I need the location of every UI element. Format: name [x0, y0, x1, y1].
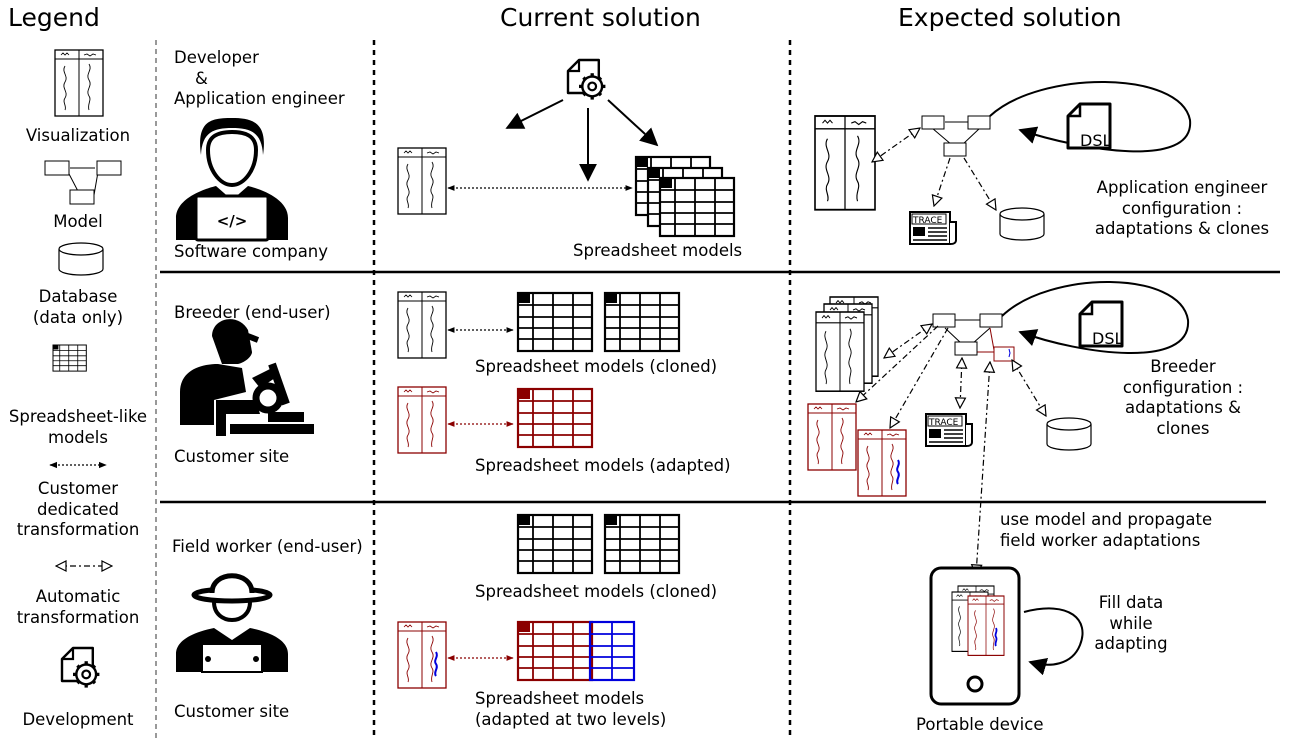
legend-spreadsheet-label: Spreadsheet-like models — [8, 407, 148, 447]
legend-automatic-transformation-label: Automatic transformation — [16, 587, 140, 627]
row2-dsl-icon: DSL — [1078, 300, 1124, 348]
row2-actor-label: Breeder (end-user) — [174, 303, 331, 322]
breeder-icon — [180, 319, 314, 436]
row1-spreadsheet-stack — [634, 155, 736, 238]
dev-arrow-left — [505, 99, 564, 129]
row2-dsl-loop-arrow — [1001, 281, 1190, 354]
row3-expected-note: use model and propagate field worker ada… — [1000, 510, 1213, 550]
legend-visualization-label: Visualization — [25, 126, 131, 145]
legend-database-label: Database (data only) — [32, 287, 124, 327]
legend-database-icon — [58, 242, 104, 276]
row2-auto-transform-trace — [960, 358, 962, 408]
row1-site-label: Software company — [174, 242, 329, 261]
row3-propagate-transformation — [976, 362, 990, 575]
row2-cloned-sheet-1 — [516, 291, 594, 353]
row1-spreadsheet-label: Spreadsheet models — [573, 241, 743, 260]
legend-header: Legend — [8, 3, 100, 32]
svg-text:TRACE: TRACE — [912, 216, 943, 226]
row2-database-icon — [1046, 417, 1092, 451]
row2-auto-transform-two-level — [890, 327, 949, 428]
row1-auto-transform-db — [963, 157, 996, 210]
row3-cloned-sheet-2 — [603, 513, 681, 575]
expected-solution-header: Expected solution — [898, 3, 1122, 32]
current-development-icon — [566, 58, 608, 102]
row2-site-label: Customer site — [174, 447, 290, 466]
legend-visualization-icon — [54, 49, 104, 117]
svg-text:DSL: DSL — [1080, 131, 1111, 150]
device-fill-data-arrow — [1023, 607, 1084, 676]
row1-config-label: Application engineer configuration : ada… — [1094, 178, 1270, 239]
row1-actor-label: Developer & Application engineer — [174, 48, 345, 109]
row1-auto-transform-viz — [872, 128, 920, 162]
row1-expected-model — [921, 115, 991, 157]
portable-device-icon — [929, 566, 1021, 706]
svg-text:</>: </> — [217, 212, 248, 230]
dev-arrow-right — [607, 99, 659, 147]
row1-visualization — [397, 147, 447, 215]
row2-cloned-sheet-2 — [603, 291, 681, 353]
row2-trace-icon: TRACE — [925, 413, 973, 447]
current-solution-header: Current solution — [500, 3, 701, 32]
row2-expected-adapted-viz — [807, 403, 857, 471]
row2-adapted-label: Spreadsheet models (adapted) — [475, 456, 731, 475]
legend-customer-transformation-label: Customer dedicated transformation — [16, 479, 140, 540]
row2-expected-viz-stack — [815, 296, 879, 392]
row3-actor-label: Field worker (end-user) — [172, 537, 363, 556]
row2-visualization — [397, 291, 447, 359]
legend-model-icon — [44, 160, 122, 205]
svg-text:TRACE: TRACE — [928, 418, 959, 428]
row2-config-label: Breeder configuration : adaptations & cl… — [1122, 357, 1244, 438]
row2-auto-transform-adapted — [856, 325, 939, 402]
row3-cloned-sheet-1 — [516, 513, 594, 575]
row2-adapted-sheet — [516, 387, 594, 449]
legend-development-label: Development — [22, 710, 134, 729]
row2-expected-model — [932, 313, 1015, 362]
row3-site-label: Customer site — [174, 702, 290, 721]
row1-database-icon — [999, 207, 1045, 241]
row2-cloned-label: Spreadsheet models (cloned) — [475, 357, 718, 376]
legend-model-label: Model — [53, 212, 103, 231]
field-worker-icon — [176, 573, 288, 673]
row3-two-level-sheet — [516, 620, 636, 682]
svg-text:DSL: DSL — [1092, 329, 1123, 348]
row3-adapted-visualization — [397, 621, 447, 689]
row2-expected-two-level-viz — [857, 429, 907, 497]
row1-dsl-icon: DSL — [1066, 102, 1112, 150]
portable-device-label: Portable device — [916, 715, 1044, 734]
legend-development-icon — [60, 646, 102, 690]
row3-cloned-label: Spreadsheet models (cloned) — [475, 582, 718, 601]
device-fill-data-label: Fill data while adapting — [1094, 593, 1168, 654]
developer-icon: </> — [176, 118, 288, 242]
row1-trace-icon: TRACE — [909, 211, 957, 245]
row2-auto-transform-db — [1012, 360, 1046, 416]
row2-adapted-visualization — [397, 386, 447, 454]
row3-adapted-two-levels-label: Spreadsheet models (adapted at two level… — [475, 689, 667, 729]
row2-auto-transform-viz — [884, 324, 932, 358]
legend-spreadsheet-icon — [52, 344, 87, 372]
row1-expected-visualization — [814, 115, 876, 211]
row1-auto-transform-trace — [934, 157, 951, 206]
